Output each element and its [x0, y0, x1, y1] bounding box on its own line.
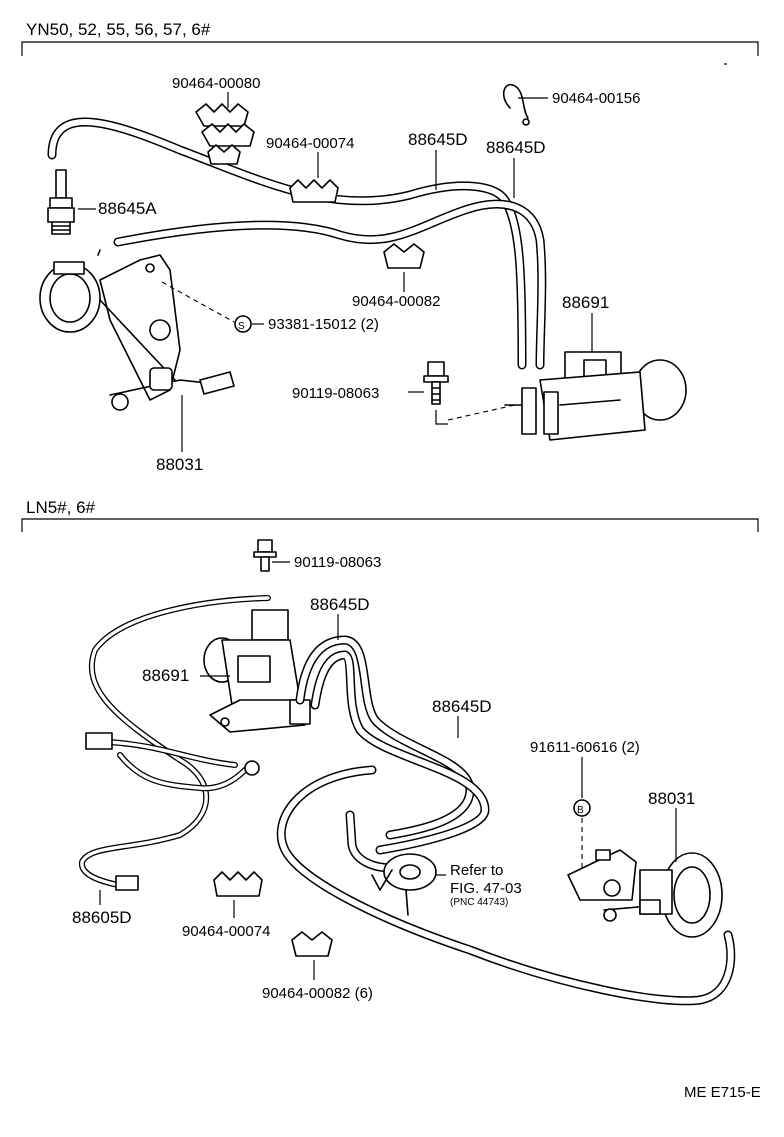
section-bottom-bracket [21, 518, 759, 532]
clip-90464-00082-top [383, 243, 425, 269]
label-clip-90464-00082-bottom: 90464-00082 (6) [262, 985, 373, 1002]
marker-B-text: B [577, 805, 584, 816]
label-clip-90464-00074-bottom: 90464-00074 [182, 923, 270, 940]
label-actuator-88031-top: 88031 [156, 455, 203, 474]
refer-pnc: (PNC 44743) [450, 897, 508, 908]
clip-90464-00074-bottom [213, 871, 263, 897]
label-sensor-88645A: 88645A [98, 199, 157, 218]
bolt-90119-08063-top [423, 361, 449, 405]
section-bottom: LN5#, 6# 90119-08063 88605D [21, 498, 759, 1006]
label-clip-90464-00074-top: 90464-00074 [266, 135, 354, 152]
label-bolt-93381-15012: 93381-15012 (2) [268, 316, 379, 333]
marker-B: B [573, 799, 591, 817]
label-clip-90464-00082-top: 90464-00082 [352, 293, 440, 310]
label-harness-88605D: 88605D [72, 908, 132, 927]
label-hose-88645D-a: 88645D [408, 130, 468, 149]
footer-code: ME E715-E [684, 1084, 761, 1101]
actuator-88031-bottom [567, 849, 723, 938]
label-clip-90464-00080: 90464-00080 [172, 75, 260, 92]
section-top-heading: YN50, 52, 55, 56, 57, 6# [26, 20, 211, 39]
label-hose-88645D-bottom-a: 88645D [310, 595, 370, 614]
clip-90464-00074-top [289, 179, 339, 203]
section-top-bracket [21, 41, 759, 56]
hose-88645D-top [47, 117, 547, 370]
clip-90464-00156 [502, 83, 530, 126]
wire-harness [79, 595, 289, 891]
label-bolt-90119-08063-bottom: 90119-08063 [294, 554, 381, 571]
actuator-88031-top [39, 249, 235, 411]
label-hose-88645D-b: 88645D [486, 138, 546, 157]
clip-90464-00082-bottom [291, 931, 333, 957]
refer-line2: FIG. 47-03 [450, 880, 522, 897]
refer-line1: Refer to [450, 862, 503, 879]
marker-S-text: S [238, 321, 245, 332]
sensor-88645A [47, 169, 75, 235]
section-top: YN50, 52, 55, 56, 57, 6# 90464-00080 904… [21, 20, 759, 474]
vsv-88691-top [504, 351, 687, 441]
vsv-88691-bottom [203, 637, 311, 733]
label-hose-88645D-bottom-b: 88645D [432, 697, 492, 716]
label-vsv-88691-bottom: 88691 [142, 666, 189, 685]
label-bolt-90119-08063-top: 90119-08063 [292, 385, 379, 402]
bolt-90119-08063-bottom [253, 539, 277, 572]
marker-S: S [234, 315, 252, 333]
hose-88645D-bottom [276, 635, 736, 1006]
fitting-fig-47-03 [371, 853, 437, 916]
label-nut-91611-60616: 91611-60616 (2) [530, 739, 640, 756]
section-bottom-heading: LN5#, 6# [26, 498, 96, 517]
label-actuator-88031-bottom: 88031 [648, 789, 695, 808]
label-clip-90464-00156: 90464-00156 [552, 90, 640, 107]
clip-90464-00080 [195, 103, 255, 165]
label-vsv-88691-top: 88691 [562, 293, 609, 312]
